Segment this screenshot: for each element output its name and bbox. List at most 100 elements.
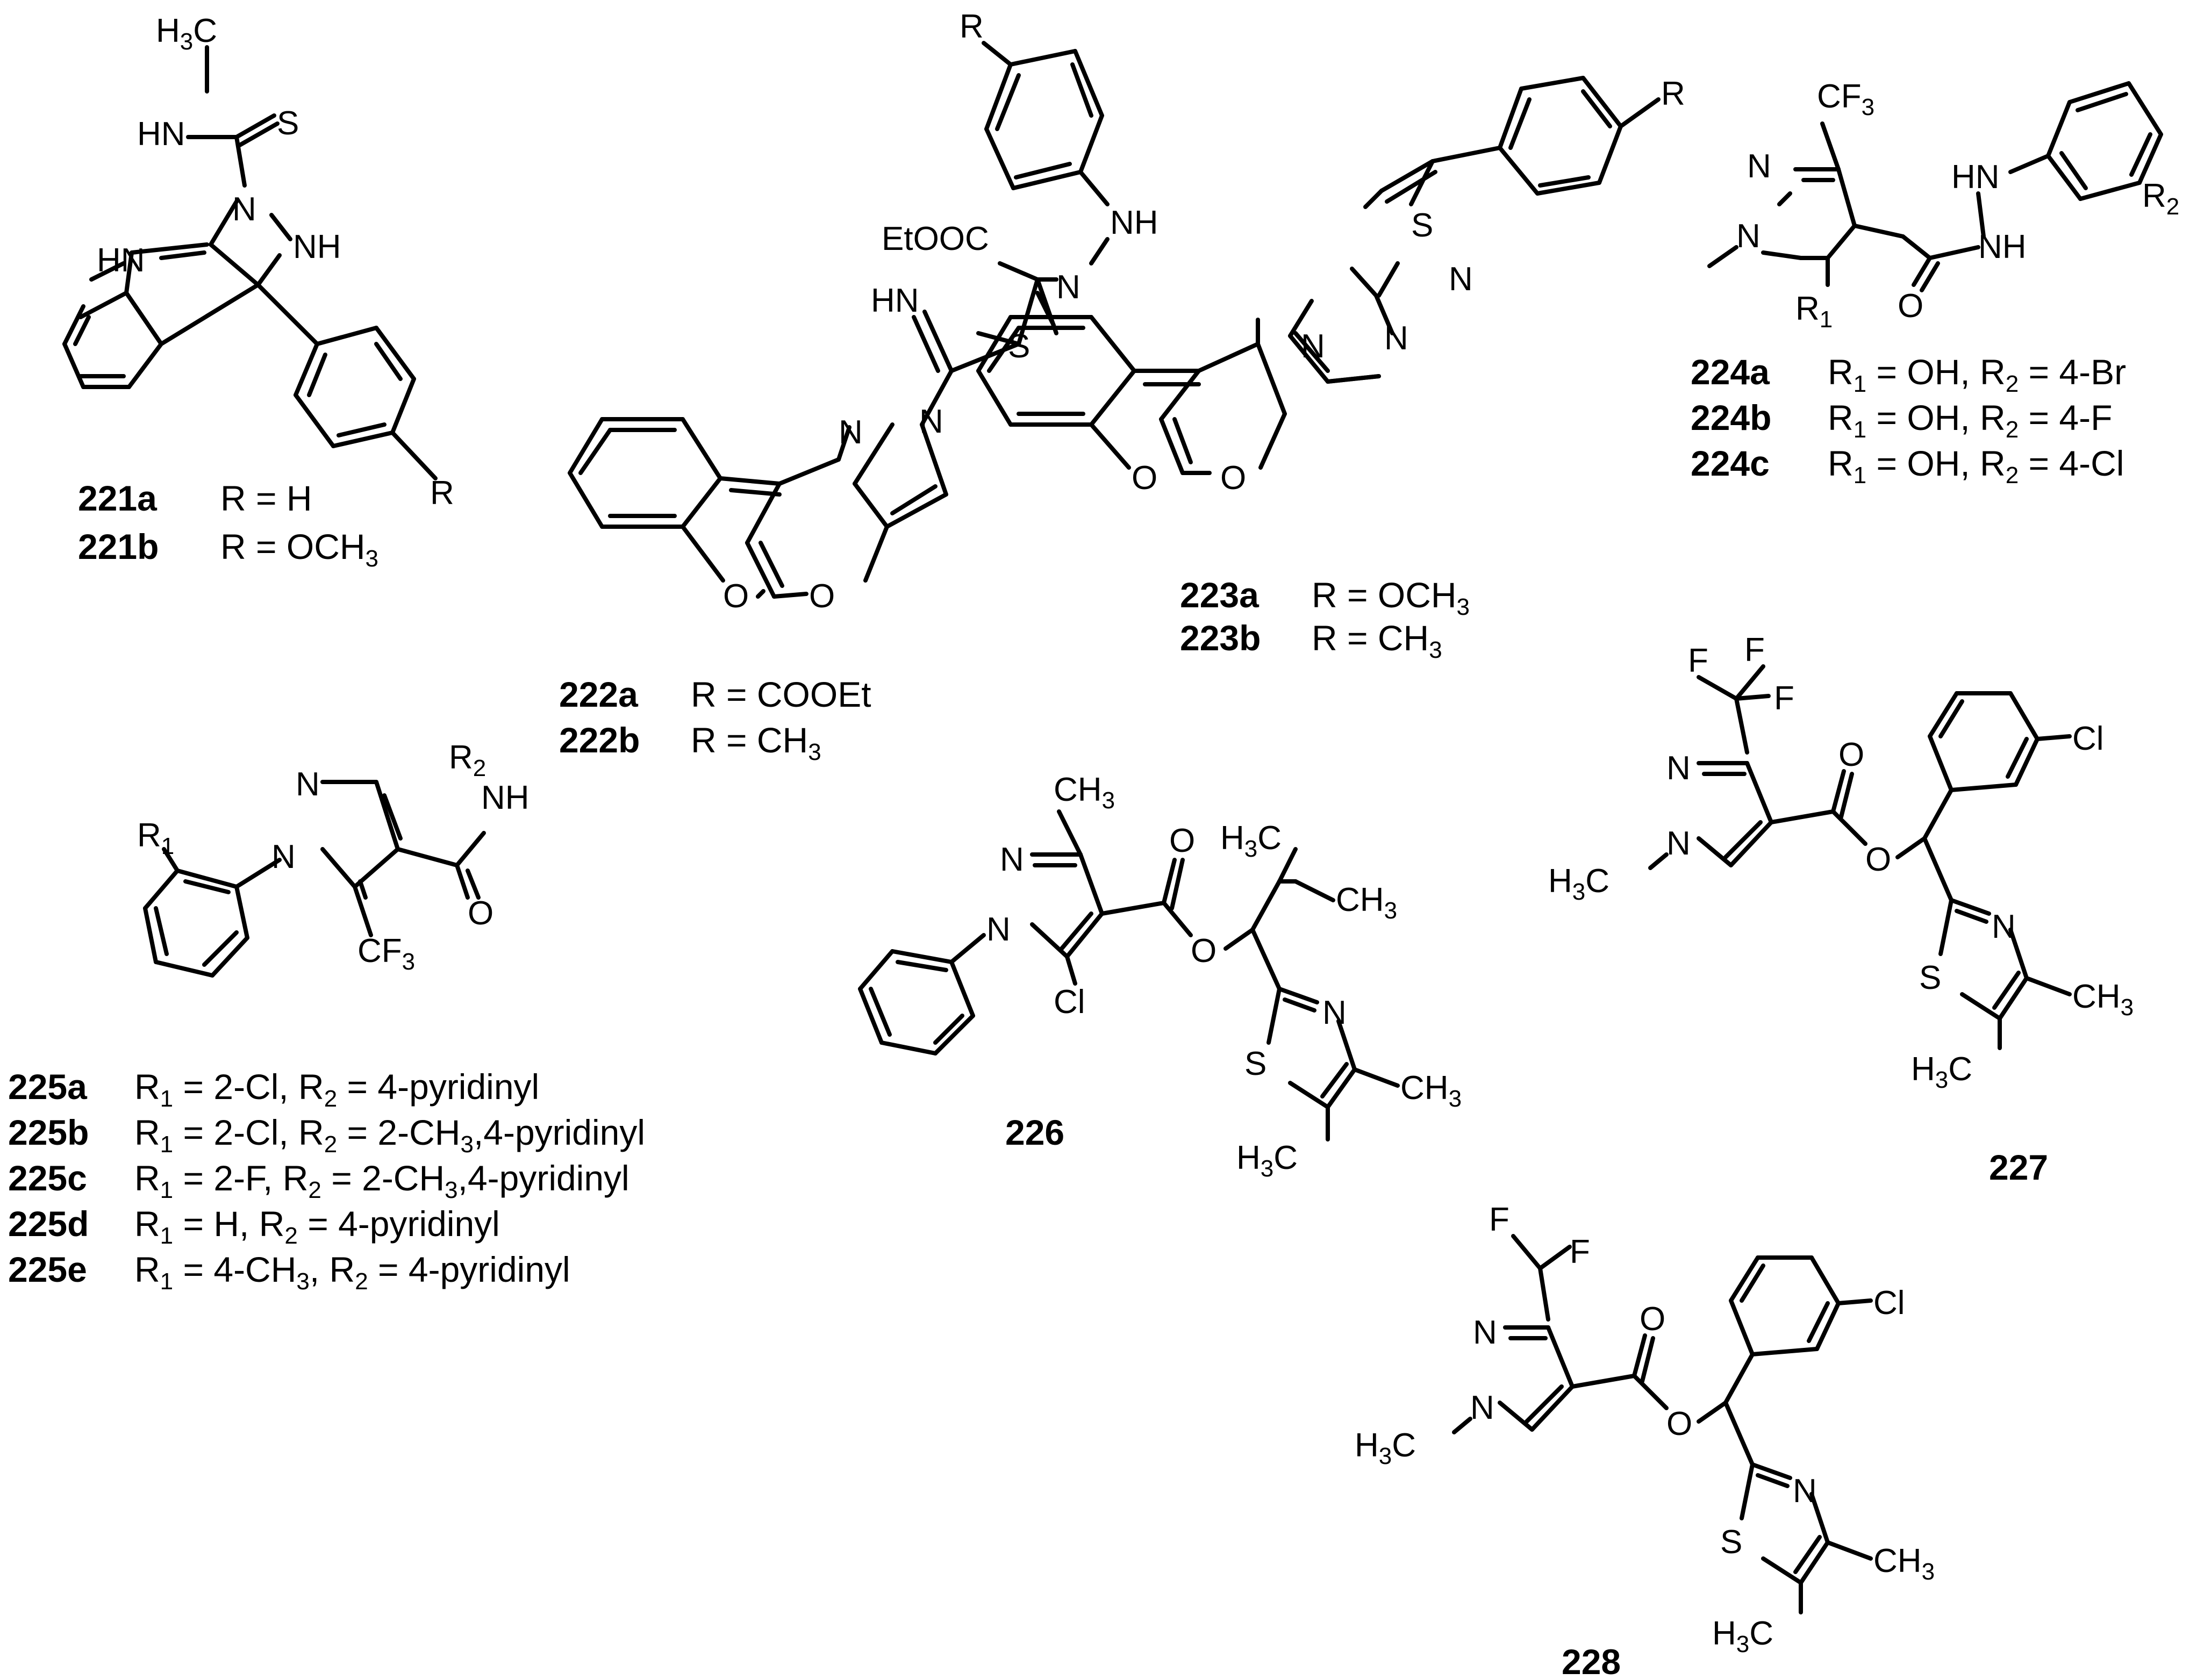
atom-222-o-ring: O [723,578,749,615]
atom-227-f2: F [1744,631,1765,669]
atom-226-h3c-thz: H3C [1236,1139,1298,1182]
atom-223-n-thz: N [1449,261,1473,298]
compound-225-bonds [143,780,486,978]
compound-225c-desc: R1 = 2-F, R2 = 2-CH3,4-pyridinyl [134,1158,629,1203]
atom-228-n-thz: N [1793,1473,1817,1510]
atom-222-s: S [1008,328,1030,365]
compound-226: CH3 N N Cl O O H3C CH3 N S CH3 H3C 226 [858,771,1462,1182]
atom-221-nh: NH [293,228,341,265]
compound-221b-label: 221b [78,527,159,566]
atom-226-ch3-ipr: CH3 [1336,881,1397,924]
compound-224a-label: 224a [1691,352,1770,392]
atom-228-f1: F [1489,1201,1509,1238]
atom-221-hn-indole: HN [97,242,145,279]
compound-225c-label: 225c [8,1158,87,1198]
compound-225: R2 NH N N R1 O CF3 225a R1 = 2-Cl, R2 = … [8,739,645,1295]
atom-221-r: R [430,475,454,512]
atom-226-o-ester: O [1191,932,1217,970]
atom-227-n1: N [1666,825,1691,862]
atom-228-f2: F [1570,1233,1590,1270]
atom-228-h3c: H3C [1355,1427,1416,1469]
atom-226-h3c-ipr: H3C [1220,820,1282,862]
atom-223-r: R [1661,75,1685,112]
compound-227-label: 227 [1989,1147,2048,1187]
compound-222b-desc: R = CH3 [691,720,821,765]
atom-224-cf3: CF3 [1817,78,1874,120]
compound-225b-desc: R1 = 2-Cl, R2 = 2-CH3,4-pyridinyl [134,1112,645,1158]
compound-224: CF3 N N R1 HN NH O R2 224a R1 = OH, R2 =… [1691,78,2179,489]
compound-221a-desc: R = H [220,478,312,518]
atom-227-n-thz: N [1992,908,2016,945]
atom-222-r: R [960,8,984,45]
compound-228-bonds [1452,1234,1873,1614]
compound-228-label: 228 [1562,1642,1621,1680]
compound-225b-label: 225b [8,1112,89,1152]
atom-227-f1: F [1688,642,1708,679]
atom-224-nh: NH [1978,228,2027,265]
compound-221: H3C HN S N NH HN R 221a R = H 221b R = O… [62,12,454,572]
atom-226-ch3-top: CH3 [1054,771,1115,814]
compound-221-bonds [62,45,438,480]
atom-227-ch3-thz: CH3 [2072,978,2134,1021]
atom-225-nh: NH [481,779,529,816]
atom-228-o-carbonyl: O [1640,1301,1665,1338]
atom-222-o-carbonyl: O [809,578,835,615]
atom-228-o-ester: O [1666,1405,1692,1442]
atom-224-n2: N [1736,218,1761,255]
atom-222-nh: NH [1110,204,1158,241]
atom-223-s: S [1411,207,1433,244]
compound-221b-desc: R = OCH3 [220,527,378,572]
atom-225-n2: N [296,766,320,803]
atom-227-h3c-thz: H3C [1911,1051,1972,1093]
atom-227-f3: F [1774,680,1794,717]
compound-225d-desc: R1 = H, R2 = 4-pyridinyl [134,1204,500,1249]
atom-226-ch3-thz: CH3 [1400,1069,1462,1112]
atom-226-o-carbonyl: O [1169,822,1195,859]
compound-223b-label: 223b [1180,618,1261,658]
atom-221-nh-thio: HN [137,116,185,153]
atom-222-hn-imine: HN [871,282,919,319]
compound-228: F F N N H3C O O Cl N S CH3 H3C 228 [1355,1201,1935,1680]
compound-224c-desc: R1 = OH, R2 = 4-Cl [1828,443,2124,489]
atom-226-s: S [1244,1045,1266,1082]
compound-223b-desc: R = CH3 [1312,618,1442,663]
atom-226-n-thz: N [1322,994,1347,1031]
compound-224b-desc: R1 = OH, R2 = 4-F [1828,398,2112,443]
atom-223-o-carbonyl: O [1220,460,1246,497]
compound-222a-desc: R = COOEt [691,674,871,714]
atom-227-o-carbonyl: O [1838,736,1864,773]
compound-226-bonds [858,809,1400,1141]
atom-228-n1: N [1470,1389,1494,1426]
compound-223a-desc: R = OCH3 [1312,575,1470,620]
atom-225-o: O [468,895,493,932]
compound-224b-label: 224b [1691,398,1771,437]
compound-224c-label: 224c [1691,443,1770,483]
atom-227-n2: N [1666,750,1691,787]
atom-226-cl: Cl [1054,983,1085,1021]
atom-222-n1: N [919,403,943,440]
atom-225-r2: R2 [449,739,486,781]
atom-228-ch3-thz: CH3 [1873,1542,1935,1585]
atom-228-h3c-thz: H3C [1712,1615,1773,1657]
atom-227-cl: Cl [2072,720,2104,757]
compound-225e-desc: R1 = 4-CH3, R2 = 4-pyridinyl [134,1250,570,1295]
atom-224-o: O [1898,288,1923,325]
atom-228-s: S [1720,1524,1742,1561]
compound-224a-desc: R1 = OH, R2 = 4-Br [1828,352,2126,397]
compound-222-bonds [568,41,1110,599]
atom-226-n1: N [986,911,1011,948]
atom-224-r1: R1 [1795,290,1833,333]
compound-223-bonds [976,76,1661,475]
compound-222a-label: 222a [559,674,639,714]
atom-225-r1: R1 [137,817,174,859]
atom-227-s: S [1919,959,1941,996]
atom-221-methyl: H3C [156,12,217,55]
atom-221-n1: N [232,191,256,228]
atom-225-cf3: CF3 [357,932,415,975]
atom-228-cl: Cl [1873,1284,1905,1322]
atom-224-n1: N [1747,148,1771,185]
compound-223: R S N N N O O 223a R = OCH3 223b R = CH3 [976,75,1685,663]
atom-225-n1: N [271,838,296,875]
